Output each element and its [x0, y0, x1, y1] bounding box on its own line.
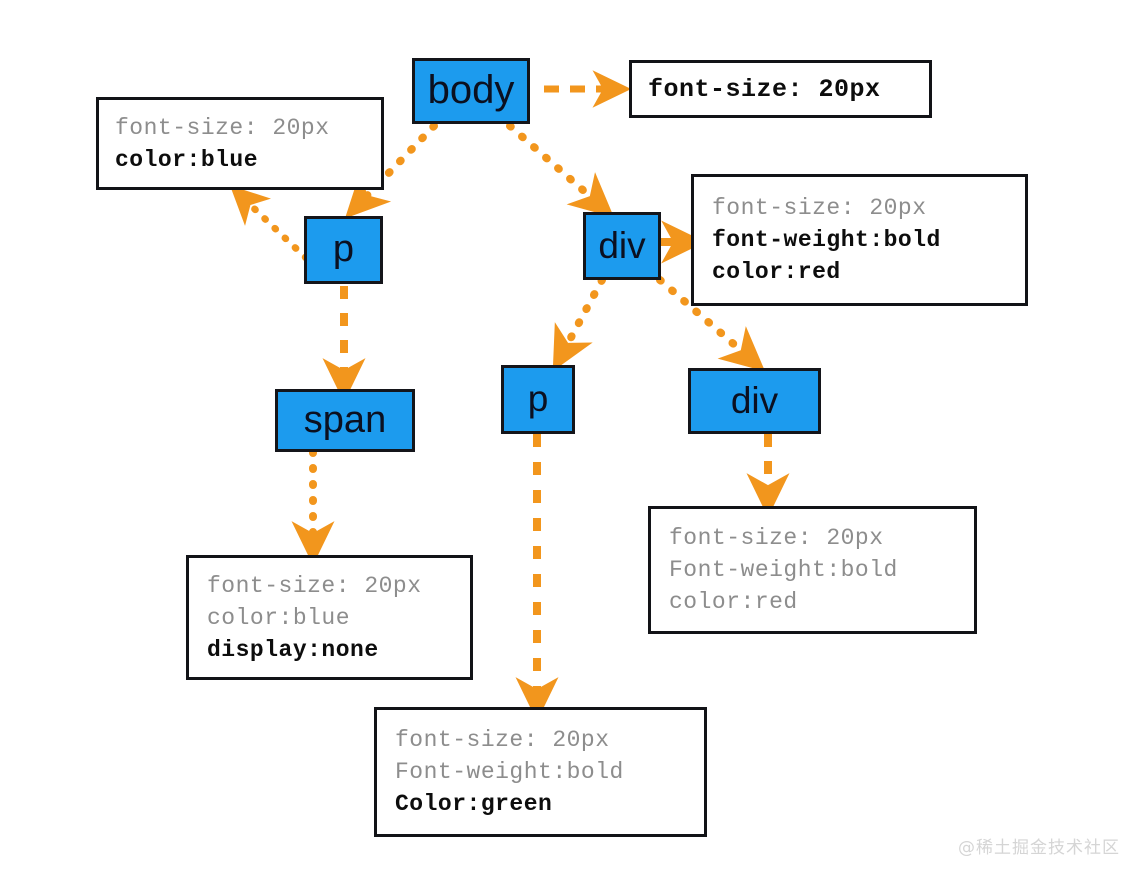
- node-div-right-label: div: [598, 224, 646, 266]
- annotation-p-left-line-1: font-size: 20px: [115, 114, 330, 141]
- annotation-body-line-1: font-size: 20px: [648, 74, 881, 104]
- annotation-div-child-line-1: font-size: 20px: [669, 525, 884, 551]
- node-p-mid[interactable]: p: [501, 365, 575, 434]
- annotation-p-mid-line-3: Color:green: [395, 791, 553, 817]
- node-body-label: body: [427, 68, 515, 112]
- annotation-span-line-2: color:blue: [207, 604, 351, 631]
- node-span[interactable]: span: [275, 389, 415, 452]
- annotation-p-mid-line-1: font-size: 20px: [395, 727, 610, 753]
- annotation-div-right-line-2: font-weight:bold: [712, 227, 941, 253]
- node-p-left-label: p: [332, 228, 355, 270]
- annotation-div-right: font-size: 20px font-weight:bold color:r…: [691, 174, 1028, 306]
- node-p-left[interactable]: p: [304, 216, 383, 284]
- edge-p-left-to-annotation: [230, 185, 310, 262]
- annotation-span: font-size: 20px color:blue display:none: [186, 555, 473, 680]
- annotation-div-right-line-1: font-size: 20px: [712, 195, 927, 221]
- annotation-span-line-1: font-size: 20px: [207, 572, 422, 599]
- annotation-div-right-line-3: color:red: [712, 259, 841, 285]
- node-div-right[interactable]: div: [583, 212, 661, 280]
- edge-body-to-div-right: [506, 122, 615, 218]
- node-div-child[interactable]: div: [688, 368, 821, 434]
- annotation-p-mid-line-2: Font-weight:bold: [395, 759, 624, 785]
- node-body[interactable]: body: [412, 58, 530, 124]
- annotation-div-child: font-size: 20px Font-weight:bold color:r…: [648, 506, 977, 634]
- node-span-label: span: [303, 398, 387, 441]
- annotation-div-child-line-2: Font-weight:bold: [669, 557, 898, 583]
- watermark: @稀土掘金技术社区: [958, 838, 1120, 858]
- annotation-body: font-size: 20px: [629, 60, 932, 118]
- edge-div-right-to-p-mid: [552, 276, 606, 372]
- annotation-div-child-line-3: color:red: [669, 589, 798, 615]
- node-p-mid-label: p: [527, 378, 549, 419]
- annotation-p-mid: font-size: 20px Font-weight:bold Color:g…: [374, 707, 707, 837]
- annotation-p-left-line-2: color:blue: [115, 146, 259, 173]
- annotation-p-left: font-size: 20px color:blue: [96, 97, 384, 190]
- annotation-span-line-3: display:none: [207, 636, 379, 663]
- node-div-child-label: div: [730, 379, 779, 421]
